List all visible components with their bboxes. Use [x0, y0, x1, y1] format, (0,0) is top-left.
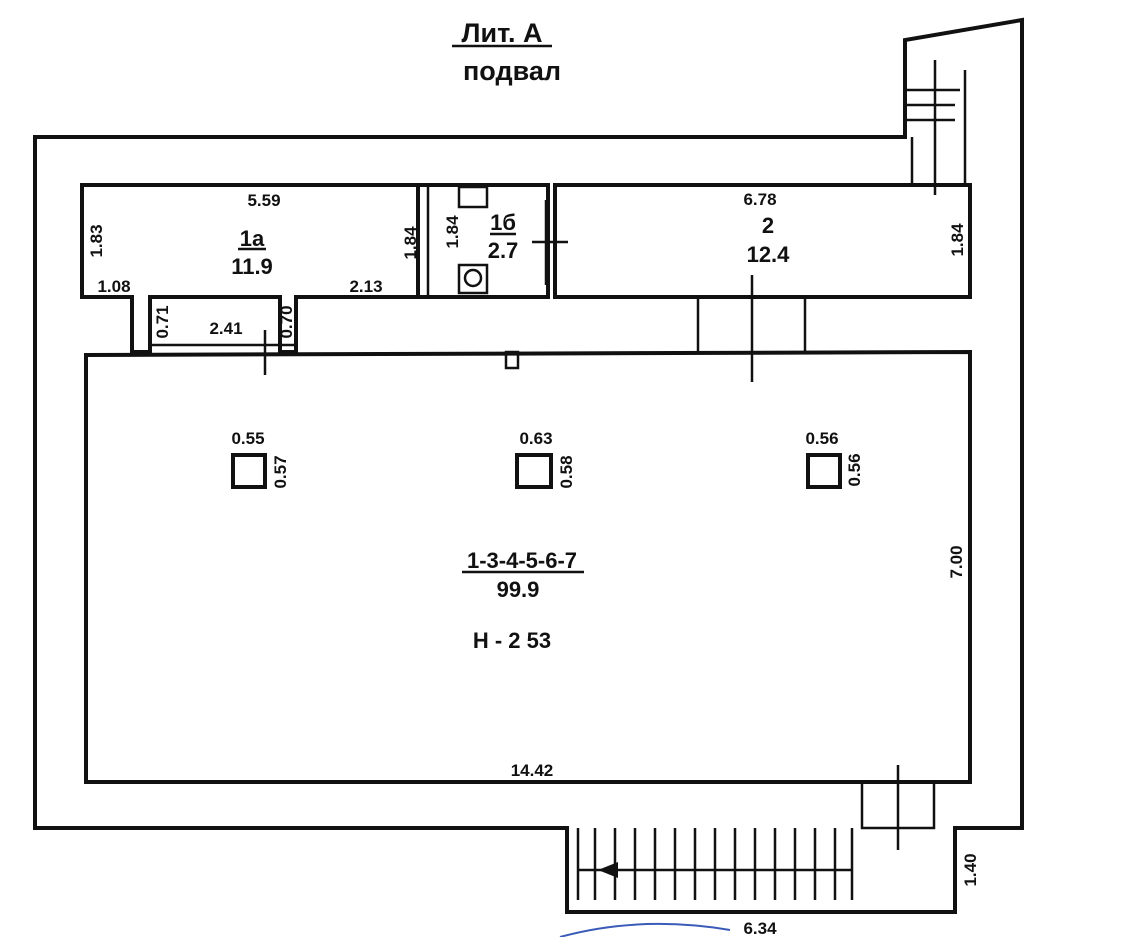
dim-col1-w: 0.55	[231, 429, 264, 448]
column-3	[806, 453, 842, 489]
dim-r1a-bottom-right: 2.13	[349, 277, 382, 296]
dim-r1b-height: 1.84	[443, 215, 462, 249]
column-2	[515, 453, 553, 489]
toilet-icon	[457, 263, 489, 295]
dim-r1a-step-left: 1.08	[97, 277, 130, 296]
upper-staircase	[905, 60, 967, 195]
room-2-number: 2	[762, 213, 774, 238]
main-hall-area: 99.9	[497, 577, 540, 602]
dim-stair-depth: 1.40	[961, 853, 980, 886]
lower-staircase	[576, 765, 936, 900]
column-1	[231, 453, 267, 489]
dim-col2-w: 0.63	[519, 429, 552, 448]
room-2-area: 12.4	[747, 242, 791, 267]
toilet-bowl-icon	[463, 268, 483, 288]
room-1a-number: 1а	[240, 226, 265, 251]
dim-col2-h: 0.58	[557, 455, 576, 488]
dim-r1a-height-right: 1.84	[401, 226, 420, 260]
title-floor: подвал	[463, 56, 561, 86]
dim-corridor-width: 2.41	[209, 319, 242, 338]
stair-arrow-icon	[598, 862, 618, 878]
dim-r2-height: 1.84	[948, 223, 967, 257]
dim-col1-h: 0.57	[271, 455, 290, 488]
main-hall-height: Н - 2 53	[473, 628, 551, 653]
room-2-wall	[553, 183, 972, 299]
dim-col3-h: 0.56	[845, 453, 864, 486]
dim-main-height: 7.00	[947, 545, 966, 578]
outer-wall	[33, 17, 1024, 914]
dim-r1a-height-left: 1.83	[87, 224, 106, 257]
dim-col3-w: 0.56	[805, 429, 838, 448]
title-litera: Лит. А	[462, 18, 543, 48]
main-hall-wall	[84, 349, 972, 784]
dim-r2-width: 6.78	[743, 190, 776, 209]
room-1b-area: 2.7	[488, 238, 519, 263]
dim-main-width: 14.42	[511, 761, 554, 780]
dim-r1a-width: 5.59	[247, 191, 280, 210]
main-hall-number: 1-3-4-5-6-7	[467, 548, 577, 573]
stamp-fragment	[559, 922, 731, 937]
room-1a-area: 11.9	[231, 254, 273, 279]
dim-corridor-right: 0.70	[277, 305, 296, 338]
sink-icon	[457, 185, 489, 209]
room-1b-number: 1б	[490, 210, 516, 235]
dim-stair-width: 6.34	[743, 919, 777, 937]
wall-niche	[504, 350, 520, 370]
dim-corridor-left: 0.71	[153, 305, 172, 338]
room-1b-wall	[418, 183, 550, 299]
